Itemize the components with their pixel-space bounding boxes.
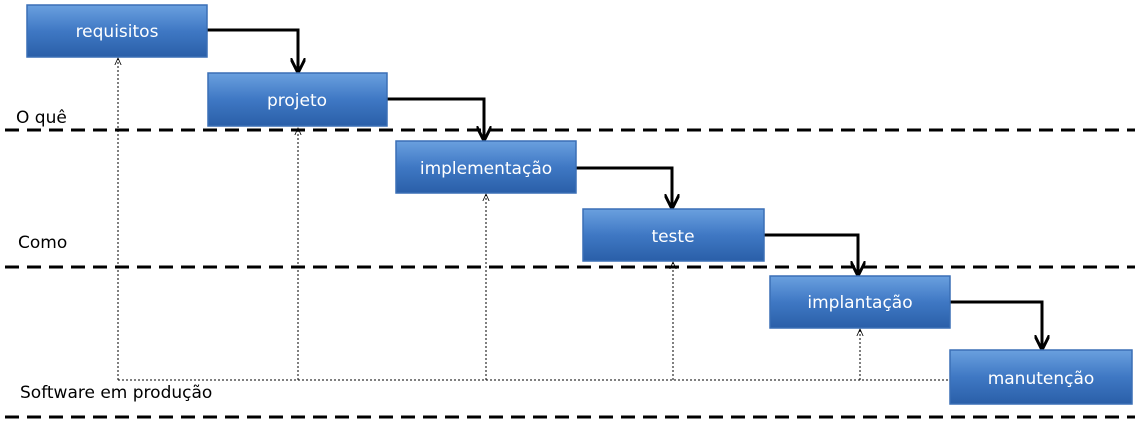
phase-projeto[interactable]: projeto <box>207 72 388 127</box>
phase-box-requisitos <box>26 4 208 58</box>
phase-implantacao[interactable]: implantação <box>769 275 951 329</box>
connector-requisitos-projeto <box>207 28 298 70</box>
feedback-arrows <box>118 58 948 381</box>
phase-implementacao[interactable]: implementação <box>395 140 577 194</box>
phase-box-teste <box>582 208 765 262</box>
phase-label-teste: teste <box>651 227 694 247</box>
phase-box-manutencao <box>949 349 1133 405</box>
connector-teste-implantacao <box>764 233 858 273</box>
phase-manutencao[interactable]: manutenção <box>949 349 1133 405</box>
zone-label-what: O quê <box>16 108 67 128</box>
phase-box-implementacao <box>395 140 577 194</box>
phase-requisitos[interactable]: requisitos <box>26 4 208 58</box>
zone-label-how: Como <box>18 233 67 253</box>
zone-label-production: Software em produção <box>20 383 212 403</box>
phase-label-implementacao: implementação <box>420 159 552 179</box>
connector-projeto-implementacao <box>387 97 484 138</box>
phase-label-projeto: projeto <box>267 91 327 111</box>
phase-box-implantacao <box>769 275 951 329</box>
phase-label-implantacao: implantação <box>807 293 912 313</box>
phase-teste[interactable]: teste <box>582 208 765 262</box>
connector-implantacao-manutencao <box>950 300 1042 347</box>
phase-label-manutencao: manutenção <box>988 369 1095 389</box>
cascade-connectors <box>207 28 1042 347</box>
zone-separators <box>5 128 1135 419</box>
phase-box-projeto <box>207 72 388 127</box>
connector-implementacao-teste <box>576 166 672 206</box>
phase-label-requisitos: requisitos <box>76 22 159 42</box>
